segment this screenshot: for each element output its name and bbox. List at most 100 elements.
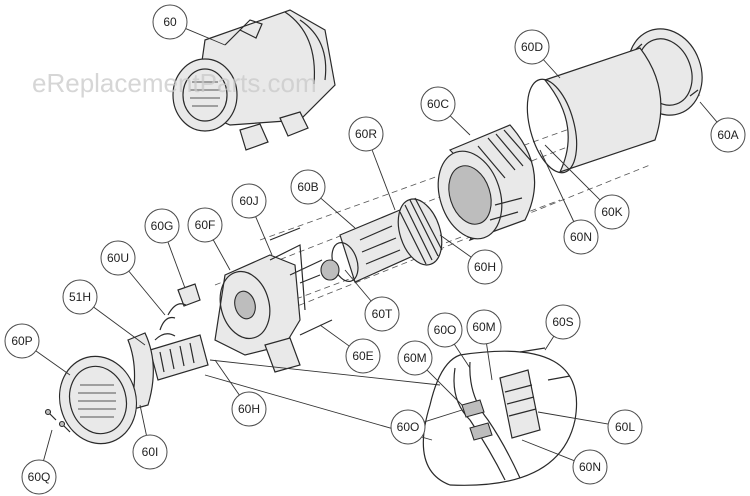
end-cover — [58, 355, 138, 445]
leader-line-60h — [214, 359, 240, 396]
leader-line-60t — [344, 269, 372, 302]
callout-60f: 60F — [187, 207, 223, 243]
leader-line-60l — [537, 411, 609, 425]
callout-label: 60E — [352, 349, 373, 363]
callout-leaders — [35, 28, 718, 462]
callout-60n: 60N — [563, 219, 599, 255]
stator — [437, 124, 536, 242]
callout-circle — [572, 449, 608, 485]
leader-line-60i — [139, 404, 147, 436]
callout-circle — [420, 86, 456, 122]
callout-60: 60 — [152, 4, 188, 40]
callout-circle — [607, 409, 643, 445]
callout-label: 60S — [552, 315, 573, 329]
callout-label: 51H — [69, 290, 91, 304]
callout-circle — [62, 279, 98, 315]
callout-60r: 60R — [348, 116, 384, 152]
callout-label: 60G — [151, 219, 174, 233]
leader-line-60 — [185, 28, 226, 46]
leader-line-60c — [449, 115, 471, 136]
callout-60d: 60D — [514, 29, 550, 65]
callout-60a: 60A — [710, 117, 746, 153]
callout-label: 60M — [472, 320, 495, 334]
callout-circle — [348, 116, 384, 152]
callout-circle — [467, 249, 503, 285]
callout-60h: 60H — [231, 391, 267, 427]
callout-60j: 60J — [231, 183, 267, 219]
leader-line-60j — [255, 216, 273, 256]
callout-60q: 60Q — [21, 459, 57, 495]
callout-60o: 60O — [390, 409, 426, 445]
callout-label: 60N — [570, 230, 592, 244]
callout-label: 60P — [11, 334, 32, 348]
callout-circle — [345, 338, 381, 374]
callout-circle — [231, 183, 267, 219]
cover-sleeve — [526, 47, 662, 174]
leader-line-60k — [544, 144, 601, 201]
callout-label: 60T — [372, 307, 393, 321]
callout-label: 60O — [397, 420, 420, 434]
callout-circle — [514, 29, 550, 65]
callout-label: 60O — [434, 323, 457, 337]
callout-60i: 60I — [132, 434, 168, 470]
callout-60k: 60K — [594, 194, 630, 230]
leader-line-60b — [320, 197, 356, 229]
callout-60n: 60N — [572, 449, 608, 485]
leader-line-60d — [543, 59, 561, 79]
leader-line-60s — [544, 336, 555, 351]
leader-line-60o — [424, 409, 463, 423]
callout-circle — [132, 434, 168, 470]
leader-line-60a — [699, 101, 718, 123]
callout-label: 60H — [238, 402, 260, 416]
callout-circle — [100, 240, 136, 276]
end-bracket — [214, 244, 306, 373]
callout-label: 60R — [355, 127, 377, 141]
callout-60m: 60M — [397, 340, 433, 376]
leader-line-60h — [439, 234, 472, 258]
callout-label: 60F — [195, 218, 216, 232]
callout-60p: 60P — [4, 323, 40, 359]
callout-circle — [231, 391, 267, 427]
callout-60c: 60C — [420, 86, 456, 122]
callout-51h: 51H — [62, 279, 98, 315]
leader-line-60m — [486, 343, 493, 381]
callout-label: 60A — [717, 128, 738, 142]
assembled-generator — [172, 9, 336, 151]
callout-60l: 60L — [607, 409, 643, 445]
leader-line-60n — [521, 439, 575, 462]
callout-label: 60 — [163, 15, 177, 29]
callout-60m: 60M — [466, 309, 502, 345]
leader-line-60o — [453, 343, 471, 369]
callout-label: 60C — [427, 97, 449, 111]
callout-label: 60M — [403, 351, 426, 365]
callout-circle — [594, 194, 630, 230]
callout-60g: 60G — [144, 208, 180, 244]
leader-line-60m — [426, 369, 463, 406]
callout-labels: 60 60D 60A 60C 60R 60K 60N 60B 60H 60J 60G 60F 60U 60… — [4, 4, 746, 495]
callout-label: 60N — [579, 460, 601, 474]
callout-circle — [390, 409, 426, 445]
callout-60u: 60U — [100, 240, 136, 276]
callout-circle — [144, 208, 180, 244]
callout-circle — [4, 323, 40, 359]
callout-label: 60J — [239, 194, 258, 208]
leader-line-60u — [128, 270, 166, 316]
rotor-assembly — [299, 197, 443, 284]
callout-circle — [397, 340, 433, 376]
screws — [44, 408, 71, 433]
callout-circle — [466, 309, 502, 345]
callout-circle — [364, 296, 400, 332]
callout-60e: 60E — [345, 338, 381, 374]
callout-label: 60U — [107, 251, 129, 265]
terminal-block — [149, 333, 209, 381]
callout-label: 60Q — [28, 470, 51, 484]
callout-label: 60B — [297, 180, 318, 194]
leader-line-51h — [93, 306, 146, 346]
leader-line-60e — [319, 324, 350, 347]
through-bolts — [269, 227, 333, 336]
leader-line-60n — [539, 149, 575, 222]
callout-label: 60K — [601, 205, 622, 219]
callout-circle — [290, 169, 326, 205]
